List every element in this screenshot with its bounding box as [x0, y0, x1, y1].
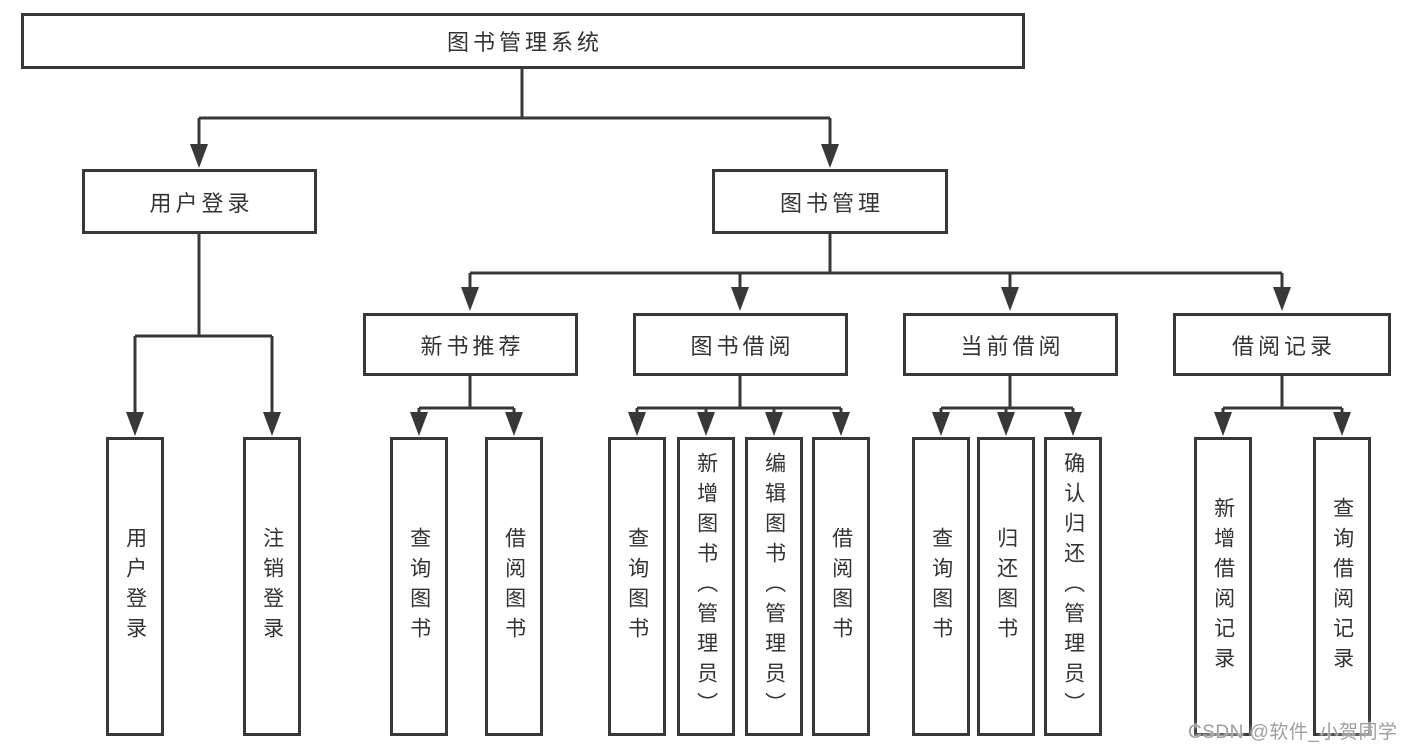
connector-user-login-branch — [126, 234, 281, 436]
node-borrow-records: 借阅记录 — [1173, 313, 1391, 376]
connector-current-borrow-branch — [932, 376, 1082, 436]
leaf-borrow-borrow-book-label: 借阅图书 — [829, 526, 853, 647]
leaf-logout: 注销登录 — [243, 437, 301, 736]
leaf-borrow-query-book: 查询图书 — [608, 437, 666, 736]
connector-book-management-branch — [461, 234, 1291, 311]
leaf-borrow-edit-book-admin: 编辑图书（管理员） — [745, 437, 803, 736]
node-library-system: 图书管理系统 — [21, 13, 1025, 69]
csdn-watermark: CSDN @软件_小贺同学 — [1188, 722, 1398, 743]
leaf-records-add-record: 新增借阅记录 — [1194, 437, 1252, 736]
leaf-current-query-book-label: 查询图书 — [929, 526, 953, 647]
leaf-borrow-add-book-admin: 新增图书（管理员） — [677, 437, 735, 736]
leaf-borrow-edit-book-admin-label: 编辑图书（管理员） — [762, 451, 786, 722]
leaf-newbooks-borrow-book-label: 借阅图书 — [502, 526, 526, 647]
leaf-borrow-add-book-admin-label: 新增图书（管理员） — [694, 451, 718, 722]
leaf-borrow-borrow-book: 借阅图书 — [812, 437, 870, 736]
connector-new-book-branch — [410, 376, 523, 436]
leaf-user-login: 用户登录 — [106, 437, 164, 736]
node-book-management: 图书管理 — [712, 169, 948, 234]
leaf-logout-label: 注销登录 — [260, 526, 284, 647]
leaf-records-query-record: 查询借阅记录 — [1313, 437, 1371, 736]
leaf-newbooks-borrow-book: 借阅图书 — [485, 437, 543, 736]
connector-borrow-records-branch — [1214, 376, 1351, 436]
leaf-user-login-label: 用户登录 — [123, 526, 147, 647]
leaf-current-query-book: 查询图书 — [912, 437, 970, 736]
node-user-login: 用户登录 — [82, 169, 317, 234]
leaf-borrow-query-book-label: 查询图书 — [625, 526, 649, 647]
leaf-current-return-book: 归还图书 — [977, 437, 1035, 736]
leaf-records-add-record-label: 新增借阅记录 — [1211, 496, 1235, 677]
connector-book-borrow-branch — [628, 376, 850, 436]
leaf-current-confirm-return-admin-label: 确认归还（管理员） — [1061, 451, 1085, 722]
leaf-records-query-record-label: 查询借阅记录 — [1330, 496, 1354, 677]
leaf-current-confirm-return-admin: 确认归还（管理员） — [1044, 437, 1102, 736]
leaf-newbooks-query-book: 查询图书 — [390, 437, 448, 736]
node-current-borrow: 当前借阅 — [903, 313, 1118, 376]
leaf-newbooks-query-book-label: 查询图书 — [407, 526, 431, 647]
leaf-current-return-book-label: 归还图书 — [994, 526, 1018, 647]
connector-root-to-level2 — [190, 69, 839, 168]
node-book-borrow: 图书借阅 — [633, 313, 848, 376]
node-new-book-recommend: 新书推荐 — [363, 313, 578, 376]
